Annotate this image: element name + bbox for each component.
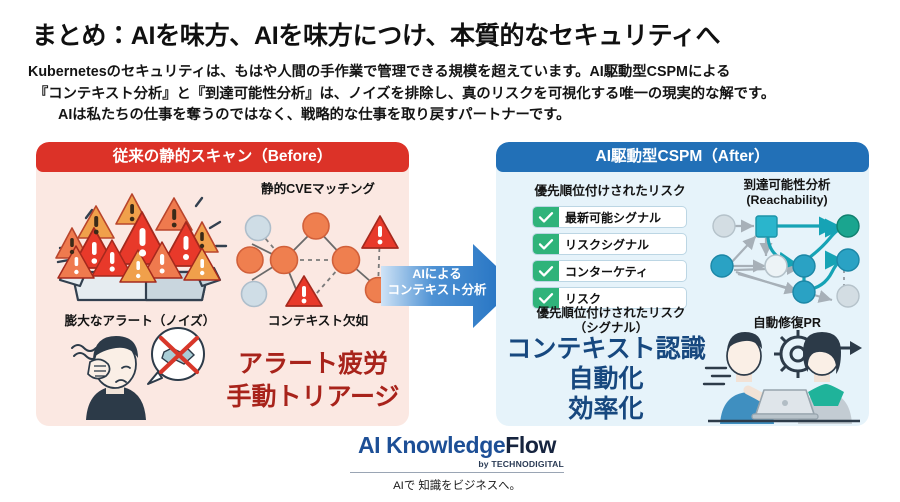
slide-body-copy: Kubernetesのセキュリティは、もはや人間の手作業で管理できる規模を超えて… bbox=[28, 62, 884, 127]
frustrated-developer-illustration bbox=[71, 327, 205, 420]
page-title: まとめ：AIを味方、AIを味方につけ、本質的なセキュリティへ bbox=[32, 22, 721, 50]
before-panel: 従来の静的スキャン（Before） bbox=[36, 142, 409, 426]
checklist-item-label: コンターケティ bbox=[565, 264, 649, 279]
before-emphasis-line-2: 手動トリアージ bbox=[226, 383, 400, 411]
logo-knowledge-text: Knowledge bbox=[386, 432, 506, 458]
checklist-item-label: リスク bbox=[565, 291, 602, 306]
reachability-title-line-1: 到達可能性分析 bbox=[743, 178, 831, 192]
checklist-item[interactable]: リスクシグナル bbox=[532, 233, 687, 255]
logo-wordmark: AI KnowledgeFlow bbox=[346, 432, 568, 459]
checklist-item-label: 最新可能シグナル bbox=[565, 210, 662, 225]
before-panel-header: 従来の静的スキャン（Before） bbox=[36, 142, 409, 172]
checklist-item[interactable]: リスク bbox=[532, 287, 687, 309]
body-line-3: AIは私たちの仕事を奪うのではなく、戦略的な仕事を取り戻すパートナーです。 bbox=[58, 107, 571, 123]
after-panel-header: AI駆動型CSPM（After） bbox=[496, 142, 869, 172]
logo-tagline: AIで 知識をビジネスへ。 bbox=[393, 480, 521, 492]
reachability-title: 到達可能性分析 (Reachability) bbox=[710, 178, 864, 207]
risk-list-title: 優先順位付けされたリスク bbox=[534, 184, 686, 198]
after-emphasis-line-1: コンテキスト認識 bbox=[506, 335, 706, 363]
arrow-shape bbox=[381, 244, 517, 328]
body-line-2: 『コンテキスト分析』と『到達可能性分析』は、ノイズを排除し、真のリスクを可視化す… bbox=[34, 85, 776, 102]
before-emphasis-text: アラート疲労 手動トリアージ bbox=[220, 348, 406, 414]
cve-graph-illustration bbox=[236, 212, 399, 308]
reachability-graph-illustration bbox=[710, 214, 860, 308]
after-emphasis-line-3: 効率化 bbox=[568, 395, 644, 423]
risk-list-caption: 優先順位付けされたリスク （シグナル） bbox=[506, 306, 716, 335]
checklist-item[interactable]: コンターケティ bbox=[532, 260, 687, 282]
checklist-item[interactable]: 最新可能シグナル bbox=[532, 206, 687, 228]
cve-graph-caption: コンテキスト欠如 bbox=[267, 314, 369, 328]
footer-logo: AI KnowledgeFlow by TECHNODIGITAL AIで 知識… bbox=[346, 432, 568, 493]
alert-pile-caption: 膨大なアラート（ノイズ） bbox=[64, 314, 216, 328]
logo-ai-text: AI bbox=[357, 432, 387, 458]
prioritized-risk-checklist: 最新可能シグナル リスクシグナル コンターケティ リスク bbox=[532, 206, 687, 314]
after-emphasis-text: コンテキスト認識 自動化 効率化 bbox=[500, 334, 712, 424]
reachability-title-line-2: (Reachability) bbox=[746, 192, 828, 207]
check-icon[interactable] bbox=[533, 288, 559, 308]
after-panel: AI駆動型CSPM（After） 優先順位付けされたリスク 最新可能シグナル リ… bbox=[496, 142, 869, 426]
alert-pile-illustration bbox=[55, 193, 228, 302]
cve-graph-title: 静的CVEマッチング bbox=[260, 182, 376, 196]
logo-byline: by TECHNODIGITAL bbox=[478, 459, 564, 469]
check-icon[interactable] bbox=[533, 207, 559, 227]
logo-flow-text: Flow bbox=[505, 432, 557, 458]
collaborating-developers-illustration bbox=[702, 330, 862, 424]
risk-list-caption-line-1: 優先順位付けされたリスク bbox=[536, 306, 686, 320]
check-icon[interactable] bbox=[533, 234, 559, 254]
after-panel-body: 優先順位付けされたリスク 最新可能シグナル リスクシグナル コンターケティ bbox=[496, 172, 869, 426]
dev-speed-caption: 開発スピードとの両立 bbox=[694, 424, 869, 426]
risk-list-caption-line-2: （シグナル） bbox=[573, 320, 649, 335]
auto-remediation-caption: 自動修復PR bbox=[753, 316, 821, 330]
before-emphasis-line-1: アラート疲労 bbox=[237, 350, 388, 378]
checklist-item-label: リスクシグナル bbox=[565, 237, 650, 252]
before-panel-body: 膨大なアラート（ノイズ） 静的CVEマッチング bbox=[36, 172, 409, 426]
logo-divider bbox=[350, 472, 564, 473]
check-icon[interactable] bbox=[533, 261, 559, 281]
after-emphasis-line-2: 自動化 bbox=[568, 365, 644, 393]
developer-conflict-caption: 開発者との対立 bbox=[62, 422, 220, 426]
body-line-1: Kubernetesのセキュリティは、もはや人間の手作業で管理できる規模を超えて… bbox=[28, 64, 731, 80]
